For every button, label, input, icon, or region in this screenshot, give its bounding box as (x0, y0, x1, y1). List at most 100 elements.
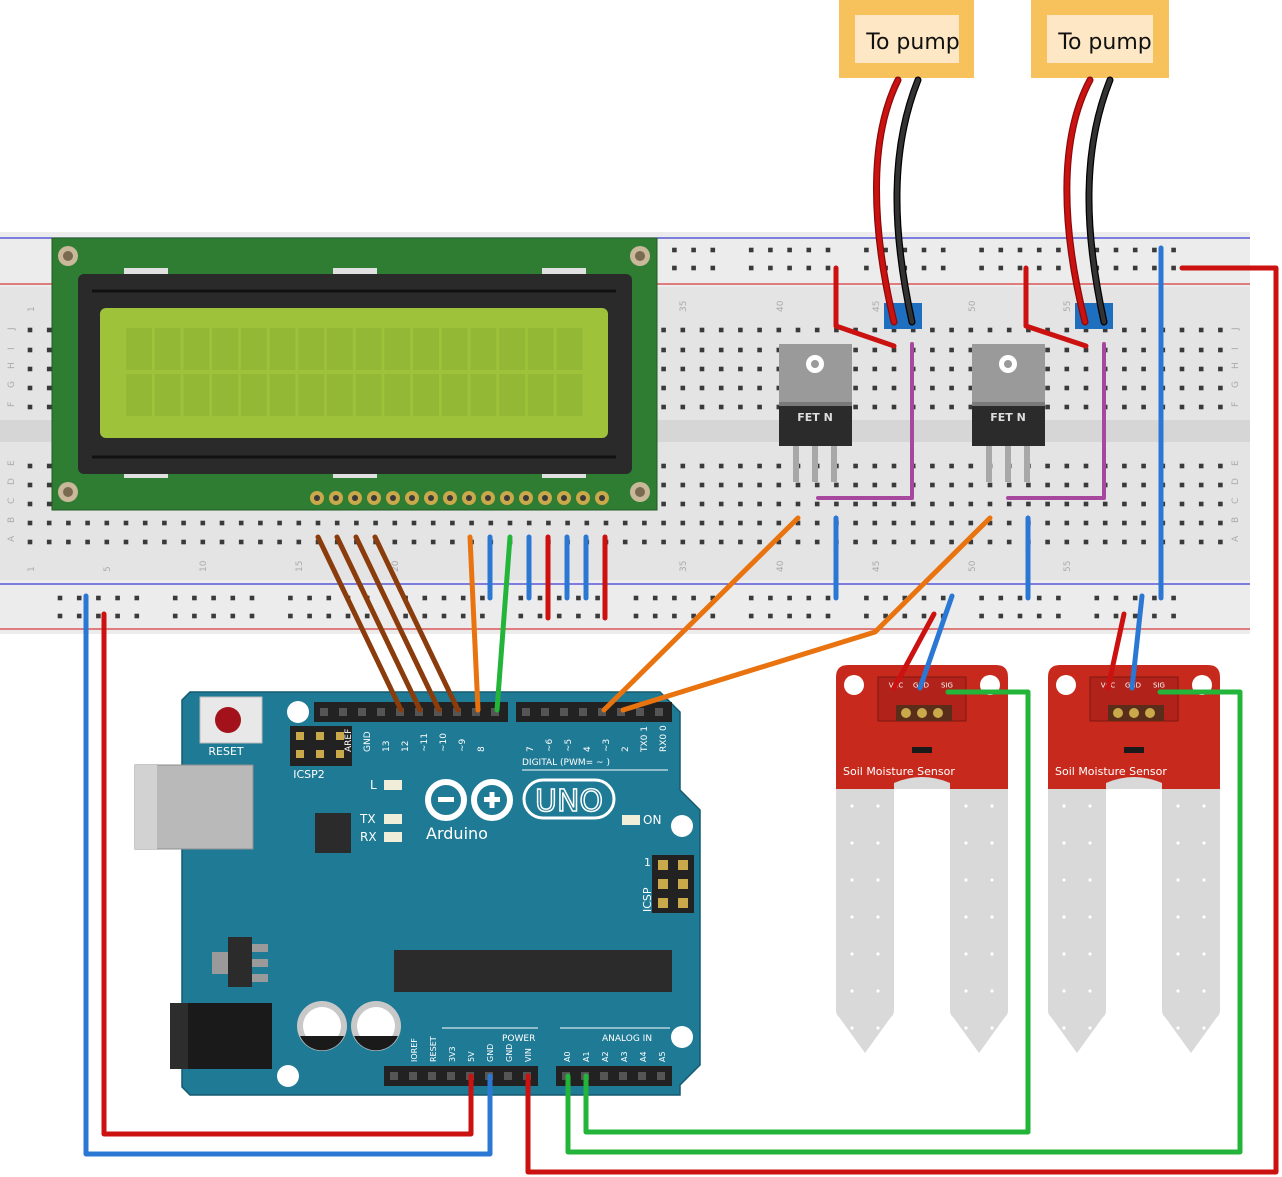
digital-header-left (314, 702, 508, 722)
rail-hole (1132, 595, 1138, 601)
breadboard-hole (661, 539, 666, 545)
rail-hole (940, 247, 946, 253)
lcd-header-pins (310, 491, 609, 505)
sensor-pin-label: SIG (1153, 682, 1165, 690)
lcd-cell (556, 328, 583, 370)
rail-hole (211, 613, 216, 619)
icsp2-label: ICSP2 (293, 768, 325, 781)
breadboard-hole (699, 366, 705, 372)
lcd-cell (384, 328, 411, 370)
led-on-label: ON (643, 813, 661, 827)
rail-hole (230, 595, 236, 601)
rail-hole (422, 613, 428, 619)
probe-dot (1062, 989, 1066, 993)
breadboard-hole (757, 539, 762, 545)
wire-lcd-d5 (334, 534, 423, 713)
rail-hole (710, 247, 716, 253)
breadboard-hole (891, 501, 897, 507)
voltage-regulator (212, 937, 268, 987)
header-hole (390, 1072, 398, 1080)
probe-dot (1202, 1026, 1206, 1030)
row-letter: G (7, 381, 17, 388)
wire-sensor2-sig (565, 689, 1243, 1155)
breadboard-hole (334, 520, 340, 526)
rail-hole (326, 613, 332, 619)
breadboard-hole (718, 385, 724, 391)
rail-hole (249, 613, 255, 619)
breadboard-hole (949, 327, 954, 333)
rail-hole (691, 613, 696, 619)
breadboard-hole (1083, 539, 1089, 545)
breadboard-hole (718, 520, 724, 526)
breadboard-hole (930, 463, 935, 469)
breadboard-hole (968, 347, 974, 353)
probe-dot (850, 952, 854, 956)
rail-hole (1017, 247, 1023, 253)
breadboard-hole (776, 539, 782, 545)
rail-hole (480, 613, 485, 619)
breadboard-hole (738, 501, 743, 507)
lcd-cell (269, 374, 296, 416)
rail-hole (748, 595, 754, 601)
column-number: 40 (776, 560, 786, 572)
rail-hole (902, 595, 908, 601)
breadboard-hole (757, 463, 762, 469)
led-tx-label: TX (359, 812, 376, 826)
breadboard-hole (46, 327, 52, 333)
digital-pin-label: ~5 (564, 739, 574, 752)
breadboard-hole (661, 520, 666, 526)
header-hole (600, 1072, 608, 1080)
lcd-cell (355, 328, 382, 370)
lcd-cell (212, 328, 239, 370)
column-number: 45 (872, 301, 882, 312)
breadboard-hole (757, 347, 762, 353)
breadboard-hole (1006, 501, 1012, 507)
rail-hole (633, 613, 639, 619)
breadboard-hole (373, 520, 378, 526)
reset-button-cap[interactable] (215, 707, 241, 733)
breadboard-hole (411, 520, 417, 526)
breadboard-hole (1064, 404, 1070, 410)
breadboard-hole (1064, 347, 1070, 353)
breadboard-hole (968, 404, 974, 410)
breadboard-hole (27, 463, 33, 469)
breadboard-hole (200, 539, 206, 545)
breadboard-hole (968, 520, 974, 526)
rail-hole (633, 595, 639, 601)
breadboard-hole (46, 347, 52, 353)
rail-hole (518, 613, 524, 619)
lcd-screen (100, 308, 608, 438)
breadboard-hole (949, 463, 954, 469)
breadboard-hole (776, 327, 782, 333)
wire-lcd-d6 (353, 534, 442, 713)
digital-pin-label: GND (363, 731, 373, 752)
digital-pin-label: 2 (621, 746, 631, 752)
probe-dot (850, 1026, 854, 1030)
breadboard-hole (718, 463, 724, 469)
sensor-title: Soil Moisture Sensor (1055, 765, 1167, 778)
breadboard-hole (834, 501, 839, 507)
breadboard-hole (1026, 327, 1031, 333)
breadboard-hole (949, 520, 954, 526)
pump-label-text: To pump (1057, 30, 1151, 55)
breadboard-hole (603, 520, 609, 526)
mosfet-1: FET N (779, 344, 852, 482)
header-hole (447, 1072, 455, 1080)
breadboard-hole (891, 482, 897, 488)
power-pin-label: IOREF (410, 1038, 419, 1062)
breadboard-hole (699, 539, 705, 545)
breadboard-hole (814, 482, 820, 488)
breadboard-hole (1198, 539, 1204, 545)
analog-pin-label: A3 (620, 1051, 629, 1062)
probe-dot (876, 804, 880, 808)
rail-hole (172, 595, 178, 601)
lcd-cell (126, 374, 152, 416)
breadboard-hole (738, 539, 743, 545)
breadboard-hole (834, 482, 839, 488)
breadboard-hole (1045, 520, 1050, 526)
rail-hole (1036, 613, 1042, 619)
power-pin-label: GND (505, 1044, 514, 1062)
lcd-cell (527, 374, 554, 416)
icsp-label: ICSP (641, 887, 654, 912)
breadboard-hole (1045, 463, 1050, 469)
